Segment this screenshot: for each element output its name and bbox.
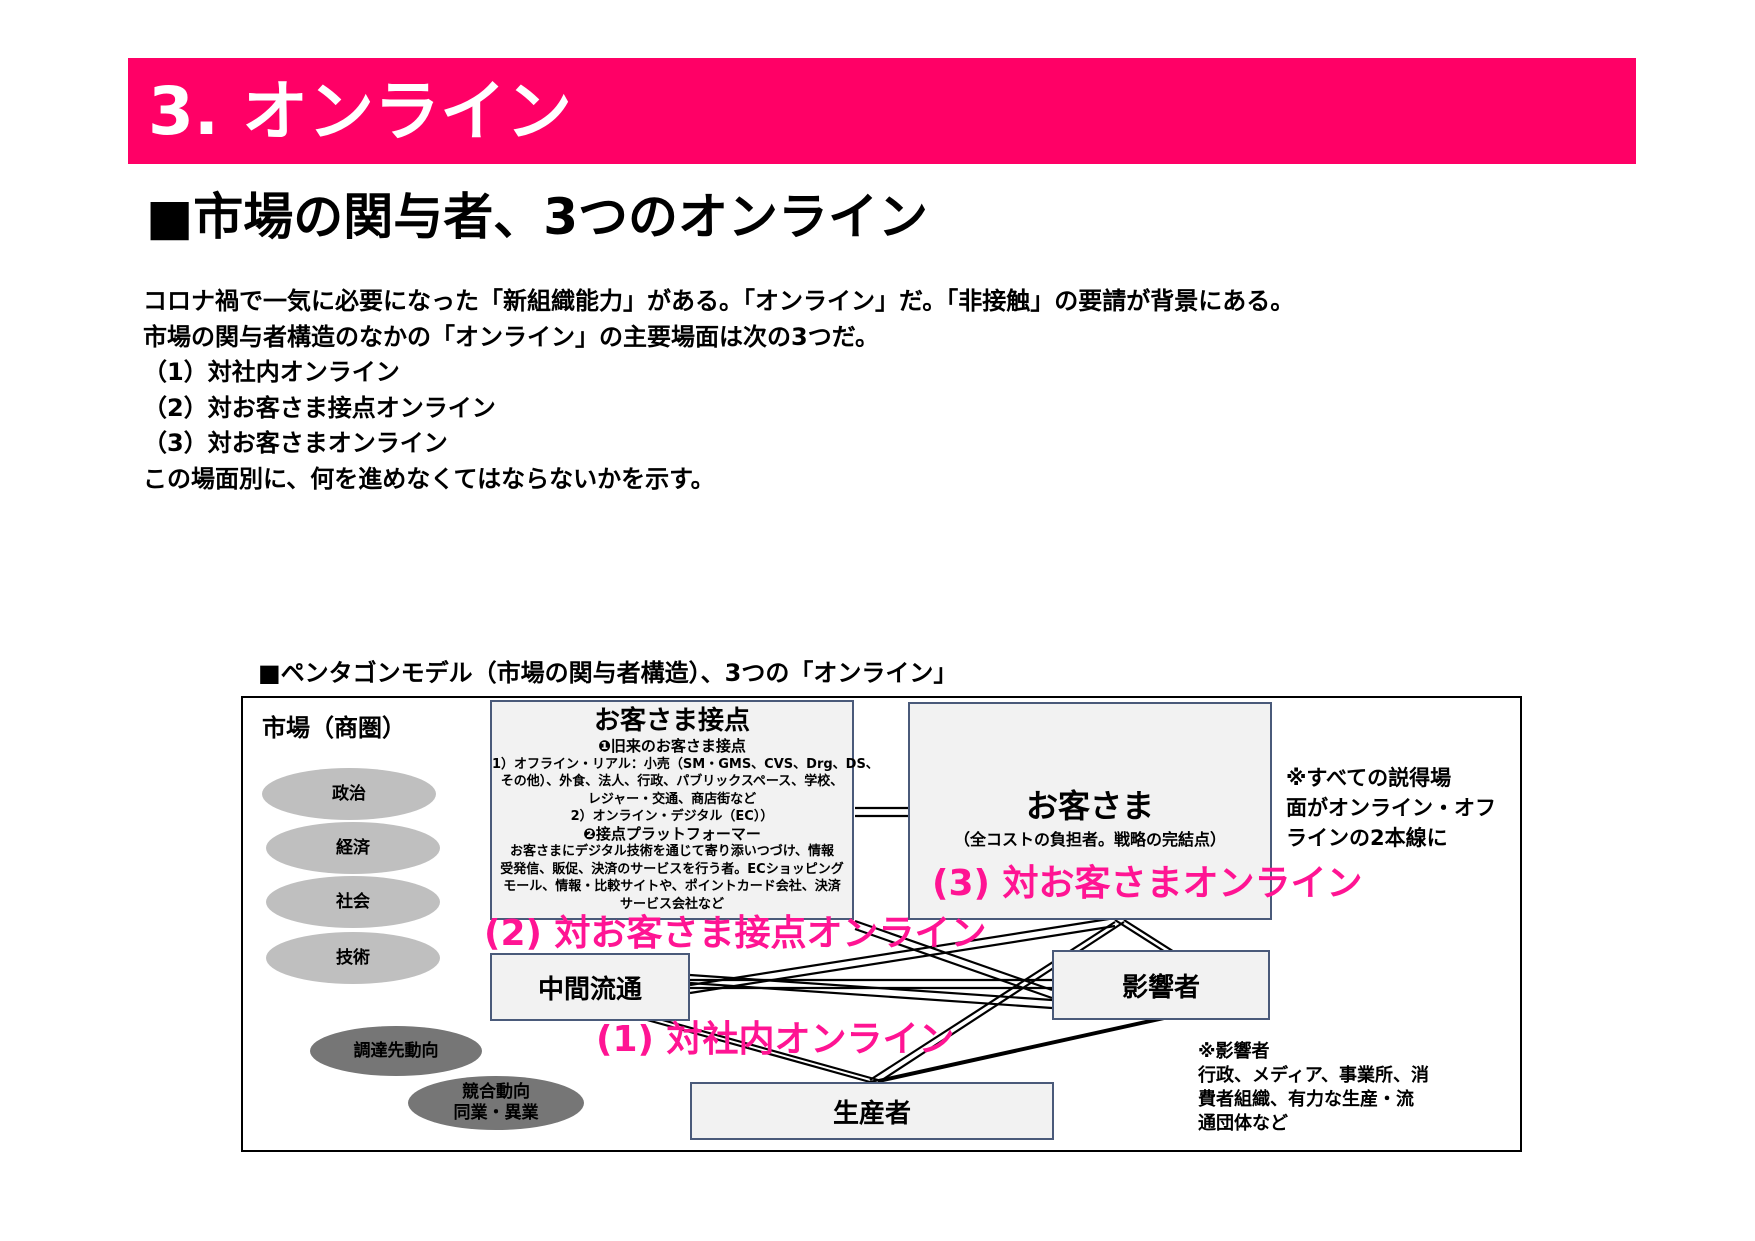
intro-line: （1）対社内オンライン bbox=[143, 358, 400, 386]
trend-competitors: 競合動向 同業・異業 bbox=[408, 1076, 584, 1130]
diagram-title: ■ペンタゴンモデル（市場の関与者構造）、3つの「オンライン」 bbox=[258, 659, 958, 687]
section-heading: ■市場の関与者、3つのオンライン bbox=[146, 188, 929, 246]
online-label-internal: (1) 対社内オンライン bbox=[596, 1019, 955, 1060]
note-line: ラインの2本線に bbox=[1286, 826, 1448, 850]
customer-title: お客さま bbox=[1025, 787, 1154, 825]
trend-suppliers: 調達先動向 bbox=[310, 1026, 482, 1076]
intro-line: この場面別に、何を進めなくてはならないかを示す。 bbox=[143, 464, 715, 493]
touchpoint-line: レジャー・交通、商店街など bbox=[587, 791, 757, 807]
touchpoint-line: サービス会社など bbox=[619, 896, 724, 912]
environment-politics: 政治 bbox=[262, 768, 436, 820]
touchpoint-box: お客さま接点 ❶旧来のお客さま接点 1）オフライン・リアル：小売（SM・GMS、… bbox=[490, 700, 879, 920]
touchpoint-line: ❶旧来のお客さま接点 bbox=[598, 737, 746, 755]
note-line: ※すべての説得場 bbox=[1286, 766, 1452, 790]
note-line: ※影響者 bbox=[1198, 1041, 1270, 1062]
title-banner bbox=[128, 58, 1636, 164]
market-label: 市場（商圏） bbox=[262, 714, 406, 742]
note-line: 行政、メディア、事業所、消 bbox=[1198, 1065, 1429, 1086]
touchpoint-title: お客さま接点 bbox=[593, 706, 750, 736]
influencer-box: 影響者 bbox=[1052, 950, 1270, 1020]
page-title: 3. オンライン bbox=[148, 73, 572, 150]
customer-box: お客さま （全コストの負担者。戦略の完結点） bbox=[908, 702, 1272, 920]
online-label-customer: (3) 対お客さまオンライン bbox=[932, 863, 1363, 904]
intermediary-box: 中間流通 bbox=[490, 953, 690, 1021]
note-line: 面がオンライン・オフ bbox=[1286, 796, 1496, 820]
touchpoint-line: 受発信、販促、決済のサービスを行う者。ECショッピング bbox=[500, 861, 844, 877]
touchpoint-line: お客さまにデジタル技術を通じて寄り添いつづけ、情報 bbox=[509, 844, 835, 859]
environment-society: 社会 bbox=[266, 876, 440, 928]
diagram-frame bbox=[241, 696, 1522, 1152]
customer-subtitle: （全コストの負担者。戦略の完結点） bbox=[953, 830, 1226, 849]
intro-text: コロナ禍で一気に必要になった「新組織能力」がある。「オンライン」だ。「非接触」の… bbox=[143, 284, 1294, 497]
online-label-touchpoint: (2) 対お客さま接点オンライン bbox=[484, 913, 987, 954]
trend-competitors-line1: 競合動向 bbox=[462, 1082, 530, 1102]
note-line: 通団体など bbox=[1198, 1113, 1288, 1134]
environment-technology: 技術 bbox=[266, 932, 440, 984]
intro-line: コロナ禍で一気に必要になった「新組織能力」がある。「オンライン」だ。「非接触」の… bbox=[143, 287, 1295, 315]
touchpoint-line: その他）、外食、法人、行政、パブリックスペース、学校、 bbox=[500, 774, 844, 789]
note-line: 費者組織、有力な生産・流 bbox=[1198, 1089, 1414, 1110]
note-double-line: ※すべての説得場 面がオンライン・オフ ラインの2本線に bbox=[1286, 763, 1496, 853]
touchpoint-line: 2）オンライン・デジタル（EC）） bbox=[570, 809, 774, 824]
producer-box: 生産者 bbox=[690, 1082, 1054, 1140]
note-influencer: ※影響者 行政、メディア、事業所、消 費者組織、有力な生産・流 通団体など bbox=[1198, 1040, 1429, 1136]
touchpoint-line: 1）オフライン・リアル：小売（SM・GMS、CVS、Drg、DS、 bbox=[492, 756, 879, 772]
touchpoint-line: ❷接点プラットフォーマー bbox=[583, 824, 761, 843]
intro-line: （3）対お客さまオンライン bbox=[143, 429, 448, 457]
trend-competitors-line2: 同業・異業 bbox=[453, 1103, 539, 1123]
intro-line: 市場の関与者構造のなかの「オンライン」の主要場面は次の3つだ。 bbox=[143, 322, 879, 351]
intro-line: （2）対お客さま接点オンライン bbox=[143, 393, 496, 422]
environment-economy: 経済 bbox=[266, 822, 440, 874]
touchpoint-line: モール、情報・比較サイトや、ポイントカード会社、決済 bbox=[503, 879, 841, 894]
